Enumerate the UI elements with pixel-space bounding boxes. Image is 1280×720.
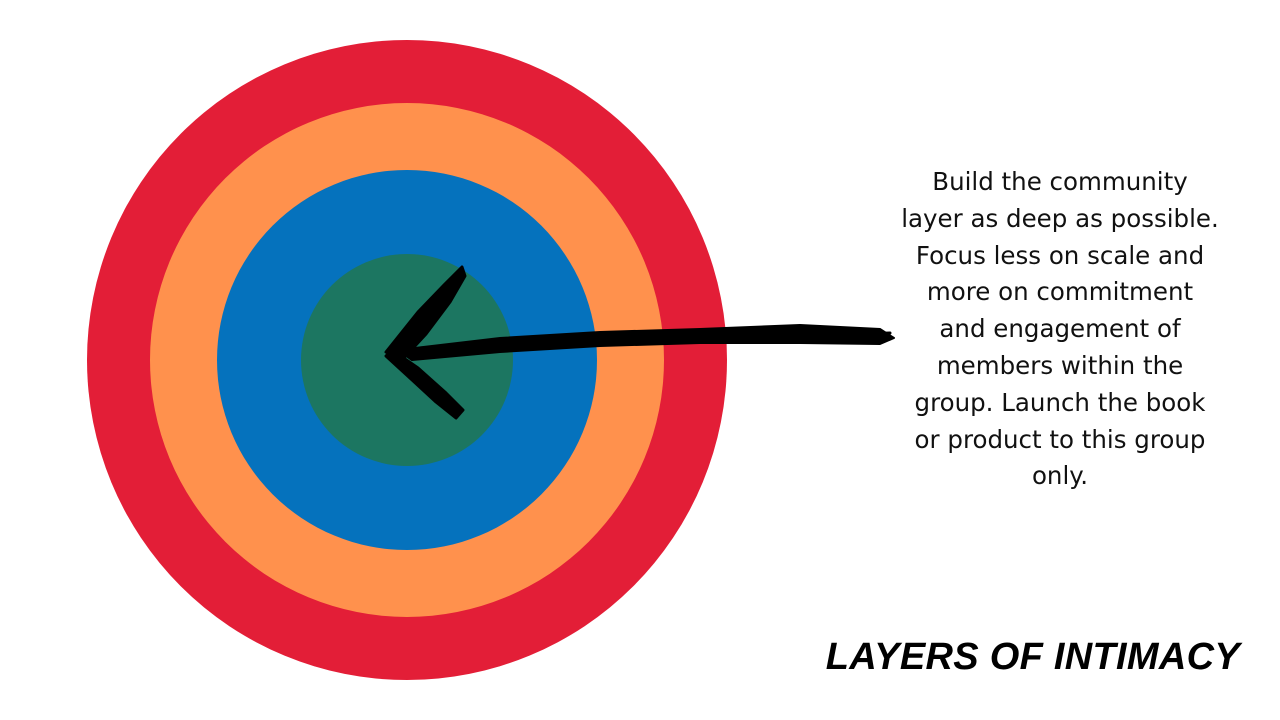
arrow-upper-barb <box>384 265 467 362</box>
arrow-lower-barb <box>384 348 465 420</box>
diagram-title: LAYERS OF INTIMACY <box>825 636 1240 678</box>
callout-text: Build the community layer as deep as pos… <box>901 167 1219 491</box>
arrow-icon <box>384 265 895 420</box>
